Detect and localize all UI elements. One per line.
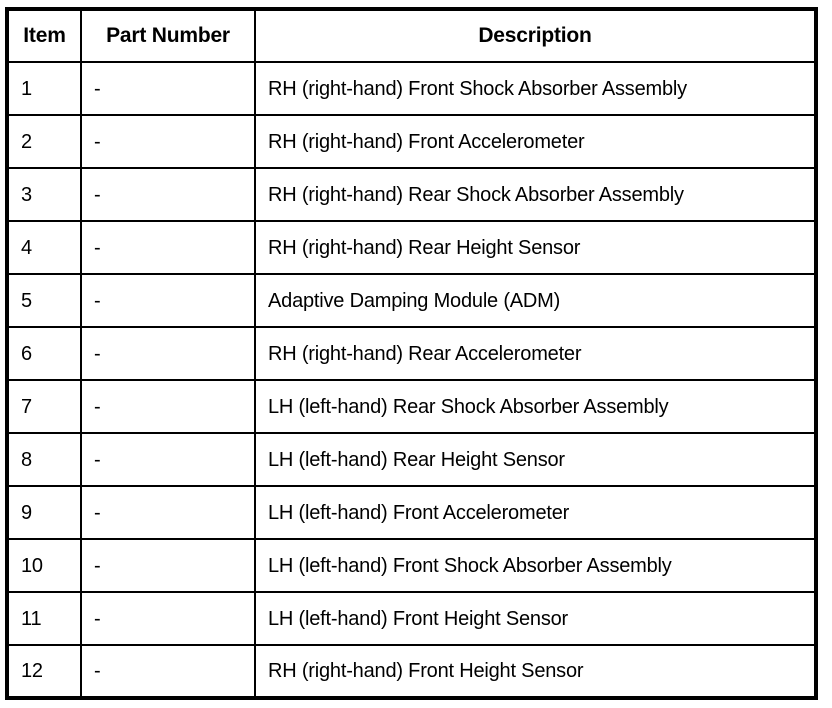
cell-description: RH (right-hand) Rear Accelerometer [254, 326, 818, 381]
cell-part-number: - [80, 538, 256, 593]
cell-item: 11 [5, 591, 82, 646]
column-header-item: Item [5, 7, 82, 63]
cell-part-number: - [80, 220, 256, 275]
cell-description: Adaptive Damping Module (ADM) [254, 273, 818, 328]
table-row: 3-RH (right-hand) Rear Shock Absorber As… [5, 167, 818, 222]
cell-description: RH (right-hand) Rear Shock Absorber Asse… [254, 167, 818, 222]
cell-description: LH (left-hand) Rear Height Sensor [254, 432, 818, 487]
header-row: Item Part Number Description [5, 7, 818, 63]
cell-item: 6 [5, 326, 82, 381]
table-row: 9-LH (left-hand) Front Accelerometer [5, 485, 818, 540]
table-row: 10-LH (left-hand) Front Shock Absorber A… [5, 538, 818, 593]
cell-description: RH (right-hand) Front Accelerometer [254, 114, 818, 169]
cell-part-number: - [80, 591, 256, 646]
cell-item: 8 [5, 432, 82, 487]
cell-item: 12 [5, 644, 82, 700]
table-row: 2-RH (right-hand) Front Accelerometer [5, 114, 818, 169]
parts-legend-table: Item Part Number Description 1-RH (right… [5, 7, 818, 700]
table-row: 7-LH (left-hand) Rear Shock Absorber Ass… [5, 379, 818, 434]
table-row: 11-LH (left-hand) Front Height Sensor [5, 591, 818, 646]
cell-item: 1 [5, 61, 82, 116]
cell-part-number: - [80, 485, 256, 540]
column-header-description: Description [254, 7, 818, 63]
cell-item: 3 [5, 167, 82, 222]
cell-description: RH (right-hand) Rear Height Sensor [254, 220, 818, 275]
cell-description: LH (left-hand) Front Accelerometer [254, 485, 818, 540]
column-header-part-number: Part Number [80, 7, 256, 63]
table-row: 1-RH (right-hand) Front Shock Absorber A… [5, 61, 818, 116]
table-row: 6-RH (right-hand) Rear Accelerometer [5, 326, 818, 381]
table-body: 1-RH (right-hand) Front Shock Absorber A… [5, 61, 818, 700]
table-row: 12-RH (right-hand) Front Height Sensor [5, 644, 818, 700]
cell-part-number: - [80, 114, 256, 169]
table-row: 8-LH (left-hand) Rear Height Sensor [5, 432, 818, 487]
cell-part-number: - [80, 432, 256, 487]
cell-description: RH (right-hand) Front Shock Absorber Ass… [254, 61, 818, 116]
table-header: Item Part Number Description [5, 7, 818, 63]
cell-description: LH (left-hand) Front Shock Absorber Asse… [254, 538, 818, 593]
cell-part-number: - [80, 379, 256, 434]
cell-part-number: - [80, 326, 256, 381]
cell-part-number: - [80, 644, 256, 700]
cell-item: 4 [5, 220, 82, 275]
cell-part-number: - [80, 167, 256, 222]
cell-item: 10 [5, 538, 82, 593]
cell-description: LH (left-hand) Front Height Sensor [254, 591, 818, 646]
table-row: 5-Adaptive Damping Module (ADM) [5, 273, 818, 328]
cell-description: LH (left-hand) Rear Shock Absorber Assem… [254, 379, 818, 434]
table-row: 4-RH (right-hand) Rear Height Sensor [5, 220, 818, 275]
cell-item: 9 [5, 485, 82, 540]
cell-item: 7 [5, 379, 82, 434]
cell-part-number: - [80, 273, 256, 328]
cell-item: 5 [5, 273, 82, 328]
cell-description: RH (right-hand) Front Height Sensor [254, 644, 818, 700]
cell-part-number: - [80, 61, 256, 116]
cell-item: 2 [5, 114, 82, 169]
